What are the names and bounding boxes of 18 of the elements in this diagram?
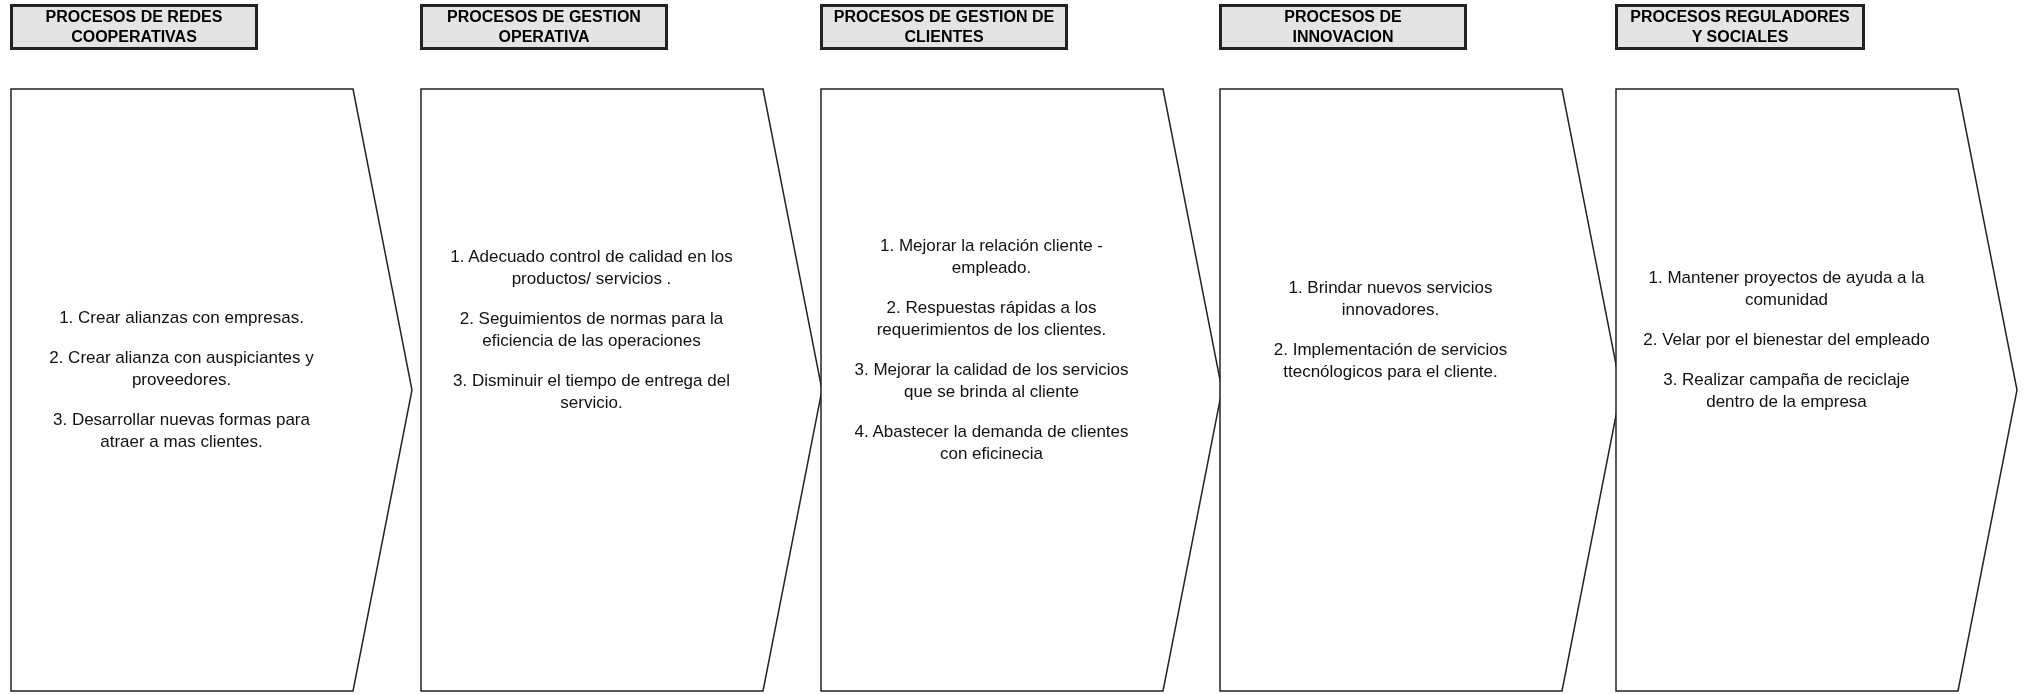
list-item-text: 3. Disminuir el tiempo de entrega del servicio. bbox=[452, 370, 731, 415]
list-item-text: 4. Abastecer la demanda de clientes con eficinecia bbox=[853, 421, 1130, 466]
list-item-text: 2. Seguimientos de normas para la eficiencia de las operaciones bbox=[458, 307, 725, 352]
list-item-text: 2. Respuestas rápidas a los requerimientos de los clientes. bbox=[875, 296, 1108, 341]
list-item-text: 3. Mejorar la calidad de los servicios que se brinda al cliente bbox=[853, 359, 1130, 404]
heading-box: PROCESOS DE INNOVACION bbox=[1219, 4, 1467, 50]
list-item-text: 1. Adecuado control de calidad en los productos/ servicios . bbox=[449, 245, 734, 290]
list-item-text: 1. Mejorar la relación cliente - empleado. bbox=[879, 234, 1104, 279]
list-item-text: 2. Velar por el bienestar del empleado bbox=[1643, 328, 1930, 351]
list-item-text: 1. Crear alianzas con empresas. bbox=[59, 306, 304, 329]
heading-box: PROCESOS DE GESTION OPERATIVA bbox=[420, 4, 668, 50]
heading-box: PROCESOS DE REDES COOPERATIVAS bbox=[10, 4, 258, 50]
heading-box: PROCESOS DE GESTION DE CLIENTES bbox=[820, 4, 1068, 50]
list-item-text: 1. Mantener proyectos de ayuda a la comunidad bbox=[1647, 266, 1926, 311]
list-item-text: 2. Crear alianza con auspiciantes y proveedores. bbox=[48, 346, 315, 391]
list-item-text: 3. Realizar campaña de reciclaje dentro de la empresa bbox=[1662, 369, 1911, 414]
list-item-text: 3. Desarrollar nuevas formas para atraer a mas clientes. bbox=[52, 409, 311, 454]
heading-box: PROCESOS REGULADORES Y SOCIALES bbox=[1615, 4, 1865, 50]
